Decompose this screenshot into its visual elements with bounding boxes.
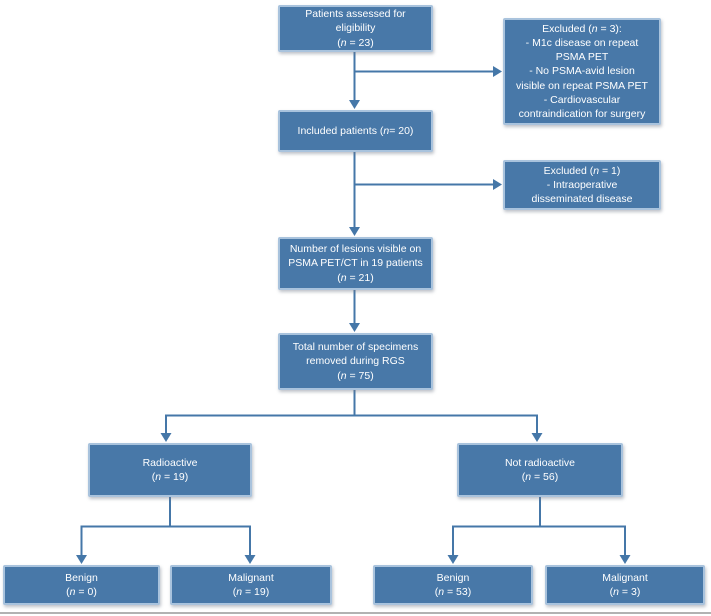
box-not-radioactive-malignant-label: Malignant(n = 3)	[602, 571, 648, 598]
box-included-patients-label: Included patients (n= 20)	[297, 124, 414, 137]
connector-radioactive-branch	[76, 497, 256, 564]
connector-lesions-to-specimens	[349, 290, 360, 332]
box-radioactive-benign: Benign(n = 0)	[3, 565, 160, 605]
box-not-radioactive-benign-label: Benign(n = 53)	[434, 571, 472, 598]
box-radioactive-malignant-label: Malignant(n = 19)	[228, 571, 274, 598]
box-included-patients: Included patients (n= 20)	[278, 110, 433, 152]
connector-assessed-to-excluded-eligibility	[354, 66, 502, 77]
connector-included-to-lesions	[349, 152, 360, 236]
connector-included-to-excluded-intraoperative	[354, 179, 502, 190]
box-radioactive: Radioactive(n = 19)	[88, 443, 252, 497]
box-excluded-eligibility-label: Excluded (n = 3):- M1c disease on repeat…	[516, 22, 648, 120]
connector-not-radioactive-branch	[447, 497, 631, 564]
figure-bottom-rule	[0, 612, 711, 614]
box-excluded-eligibility: Excluded (n = 3):- M1c disease on repeat…	[503, 18, 661, 125]
box-not-radioactive: Not radioactive(n = 56)	[457, 443, 623, 497]
connector-specimens-branch	[160, 390, 543, 442]
box-not-radioactive-malignant: Malignant(n = 3)	[545, 565, 705, 605]
box-not-radioactive-label: Not radioactive(n = 56)	[504, 456, 576, 483]
box-not-radioactive-benign: Benign(n = 53)	[373, 565, 533, 605]
connector-assessed-to-included	[349, 52, 360, 109]
box-radioactive-benign-label: Benign(n = 0)	[65, 571, 98, 598]
box-radioactive-label: Radioactive(n = 19)	[142, 456, 198, 483]
box-radioactive-malignant: Malignant(n = 19)	[170, 565, 332, 605]
